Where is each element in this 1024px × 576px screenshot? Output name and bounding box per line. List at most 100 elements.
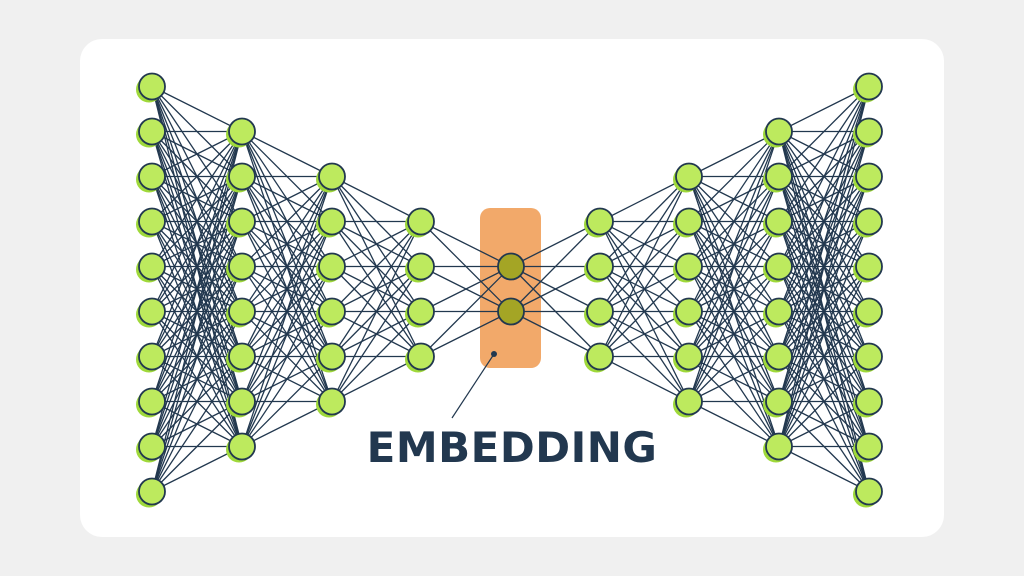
edge-l7-n7-to-n0 xyxy=(778,86,870,447)
edge-l0-n4-to-n0 xyxy=(151,131,243,267)
edge-l0-n0-to-n0 xyxy=(151,85,243,133)
node-l6-3 xyxy=(673,297,703,328)
node-l0-1 xyxy=(136,117,166,148)
edge-l6-n5-to-n2 xyxy=(688,221,780,402)
edge-l2-n3-to-n0 xyxy=(331,221,422,312)
node-l6-4 xyxy=(673,342,703,373)
edge-l7-n7-to-n9 xyxy=(778,445,870,493)
node-l0-9 xyxy=(136,477,166,508)
edge-l4-n1-to-n0 xyxy=(510,221,601,312)
node-l1-6 xyxy=(226,387,256,418)
node-l1-5 xyxy=(226,342,256,373)
edge-l1-n7-to-n4 xyxy=(241,356,333,447)
edge-l2-n5-to-n2 xyxy=(331,311,422,402)
node-l7-5 xyxy=(763,342,793,373)
node-l1-4 xyxy=(226,297,256,328)
node-l3-0 xyxy=(405,207,435,238)
network-connections xyxy=(151,85,870,493)
edge-l1-n7-to-n2 xyxy=(241,266,333,447)
node-l2-4 xyxy=(316,342,346,373)
node-l8-3 xyxy=(853,207,883,238)
network-nodes xyxy=(136,72,883,508)
node-l7-3 xyxy=(763,252,793,283)
embedding-highlight-box xyxy=(480,208,541,368)
node-l1-2 xyxy=(226,207,256,238)
edge-l0-n9-to-n0 xyxy=(151,131,243,492)
edge-l7-n7-to-n5 xyxy=(778,311,870,447)
edge-l0-n9-to-n5 xyxy=(151,356,243,492)
node-l7-1 xyxy=(763,162,793,193)
edge-l6-n1-to-n0 xyxy=(688,131,780,222)
node-l1-1 xyxy=(226,162,256,193)
edge-l7-n2-to-n0 xyxy=(778,86,870,222)
node-l2-2 xyxy=(316,252,346,283)
edge-l0-n5-to-n0 xyxy=(151,131,243,312)
embedding-pointer-dot xyxy=(491,351,497,357)
edge-l7-n1-to-n0 xyxy=(778,86,870,177)
edge-l6-n4-to-n0 xyxy=(688,131,780,357)
edge-l2-n0-to-n0 xyxy=(331,175,422,223)
edge-l6-n5-to-n4 xyxy=(688,311,780,402)
edge-l6-n3-to-n0 xyxy=(688,131,780,312)
edge-l1-n0-to-n0 xyxy=(241,130,333,178)
embedding-node-0 xyxy=(497,252,525,281)
edge-l7-n3-to-n0 xyxy=(778,86,870,267)
edge-l3-n0-to-n0 xyxy=(420,220,512,268)
node-l1-7 xyxy=(226,432,256,463)
node-l1-3 xyxy=(226,252,256,283)
node-l8-9 xyxy=(853,477,883,508)
edge-l5-n3-to-n2 xyxy=(599,266,690,357)
edge-l5-n1-to-n0 xyxy=(599,176,690,267)
node-l8-4 xyxy=(853,252,883,283)
node-l5-3 xyxy=(584,342,614,373)
node-l8-8 xyxy=(853,432,883,463)
node-l5-0 xyxy=(584,207,614,238)
edge-l5-n3-to-n5 xyxy=(599,355,690,403)
node-l0-5 xyxy=(136,297,166,328)
edge-l6-n2-to-n0 xyxy=(688,131,780,267)
edge-l4-n1-to-n3 xyxy=(510,310,601,358)
node-l3-1 xyxy=(405,252,435,283)
edge-l1-n6-to-n0 xyxy=(241,176,333,402)
edge-l3-n2-to-n0 xyxy=(420,265,512,313)
embedding-pointer-line xyxy=(451,353,495,419)
node-l2-5 xyxy=(316,387,346,418)
node-l8-7 xyxy=(853,387,883,418)
edge-l7-n4-to-n0 xyxy=(778,86,870,312)
edge-l6-n5-to-n1 xyxy=(688,176,780,402)
node-l6-1 xyxy=(673,207,703,238)
node-l5-2 xyxy=(584,297,614,328)
edge-l6-n5-to-n3 xyxy=(688,266,780,402)
node-l0-4 xyxy=(136,252,166,283)
edge-l7-n7-to-n6 xyxy=(778,356,870,447)
node-l3-3 xyxy=(405,342,435,373)
edge-l7-n7-to-n4 xyxy=(778,266,870,447)
node-l6-0 xyxy=(673,162,703,193)
edge-l7-n7-to-n3 xyxy=(778,221,870,447)
node-l2-1 xyxy=(316,207,346,238)
edge-l3-n3-to-n1 xyxy=(420,310,512,358)
node-l7-7 xyxy=(763,432,793,463)
node-l8-5 xyxy=(853,297,883,328)
node-l7-2 xyxy=(763,207,793,238)
node-l5-1 xyxy=(584,252,614,283)
node-l0-8 xyxy=(136,432,166,463)
edge-l0-n9-to-n6 xyxy=(151,401,243,492)
node-l7-4 xyxy=(763,297,793,328)
edge-l2-n5-to-n0 xyxy=(331,221,422,402)
edge-l0-n9-to-n4 xyxy=(151,311,243,492)
node-l3-2 xyxy=(405,297,435,328)
edge-l2-n4-to-n0 xyxy=(331,221,422,357)
node-l0-7 xyxy=(136,387,166,418)
node-l7-6 xyxy=(763,387,793,418)
edge-l1-n5-to-n0 xyxy=(241,176,333,357)
node-l6-2 xyxy=(673,252,703,283)
edge-l1-n3-to-n0 xyxy=(241,176,333,267)
node-l8-1 xyxy=(853,117,883,148)
node-l0-2 xyxy=(136,162,166,193)
node-l8-6 xyxy=(853,342,883,373)
node-l8-0 xyxy=(853,72,883,103)
edge-l5-n2-to-n0 xyxy=(599,176,690,312)
node-l2-0 xyxy=(316,162,346,193)
